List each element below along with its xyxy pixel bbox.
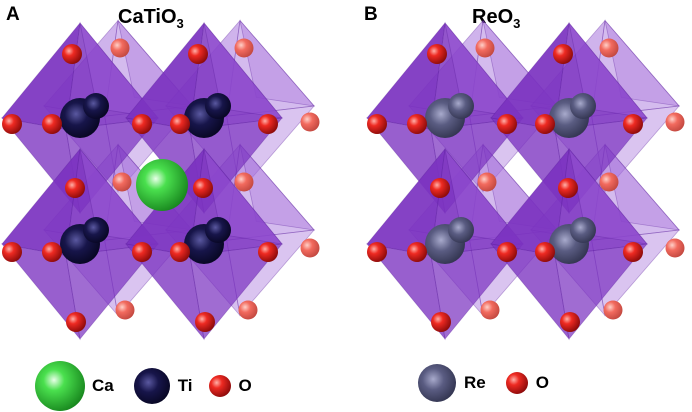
oxygen-atom: [535, 114, 555, 134]
panel-letter-b: B: [364, 4, 378, 25]
oxygen-atom: [407, 242, 427, 262]
green-sphere-icon: [35, 361, 85, 411]
titanium-atom-back: [205, 93, 231, 119]
oxygen-atom: [497, 114, 517, 134]
navy-sphere-icon: [133, 368, 170, 404]
oxygen-atom: [170, 242, 190, 262]
octahedron-face: [1, 243, 81, 341]
rhenium-atom-back: [448, 93, 474, 119]
oxygen-atom-back: [234, 172, 254, 192]
legend-label-re: Re: [464, 373, 486, 392]
legend-item-ca: Ca: [34, 360, 114, 412]
legend-item-re: Re: [416, 362, 486, 404]
oxygen-atom: [427, 44, 447, 64]
structure-reo3: [366, 19, 685, 341]
oxygen-atom: [431, 312, 451, 332]
oxygen-atom-back: [234, 38, 254, 58]
oxygen-atom-back: [300, 238, 320, 258]
oxygen-atom-back: [603, 300, 623, 320]
oxygen-atom: [170, 114, 190, 134]
oxygen-atom: [367, 242, 387, 262]
legend-label-ca: Ca: [92, 376, 114, 395]
oxygen-atom-back: [115, 300, 135, 320]
legend-item-o-a: O: [207, 373, 252, 399]
octahedron-face: [554, 243, 648, 340]
oxygen-atom: [367, 114, 387, 134]
oxygen-atom: [132, 242, 152, 262]
titanium-atom-back: [83, 93, 109, 119]
oxygen-atom-back: [238, 300, 258, 320]
titanium-atom-back: [205, 217, 231, 243]
octahedron-face: [65, 243, 159, 340]
legend-item-o-b: O: [504, 370, 549, 396]
panel-title-a: CaTiO3: [118, 6, 184, 31]
oxygen-atom: [258, 242, 278, 262]
panel-letter-a: A: [6, 4, 20, 25]
oxygen-atom-back: [112, 172, 132, 192]
formula-sub-b: 3: [513, 16, 521, 31]
oxygen-atom: [193, 178, 213, 198]
red-sphere-icon: [208, 375, 231, 397]
octahedron-face: [490, 243, 570, 341]
oxygen-atom: [623, 242, 643, 262]
oxygen-atom: [132, 114, 152, 134]
oxygen-atom-back: [599, 172, 619, 192]
oxygen-atom-back: [665, 112, 685, 132]
oxygen-atom: [560, 312, 580, 332]
crystal-structure-diagram: [1, 19, 685, 341]
oxygen-atom: [66, 312, 86, 332]
oxygen-atom: [558, 178, 578, 198]
oxygen-atom-back: [665, 238, 685, 258]
oxygen-atom: [65, 178, 85, 198]
oxygen-atom-back: [110, 38, 130, 58]
oxygen-atom: [535, 242, 555, 262]
formula-sub-a: 3: [176, 16, 184, 31]
oxygen-atom: [430, 178, 450, 198]
oxygen-atom-back: [477, 172, 497, 192]
legend-label-o-b: O: [535, 373, 549, 392]
red-sphere-icon: [505, 372, 528, 394]
legend-a: Ca Ti O: [34, 360, 262, 412]
oxygen-atom: [2, 114, 22, 134]
oxygen-atom-back: [480, 300, 500, 320]
octahedron-face: [239, 20, 316, 107]
legend-b: Re O: [416, 362, 559, 404]
oxygen-atom: [42, 114, 62, 134]
oxygen-atom: [195, 312, 215, 332]
formula-base-a: CaTiO: [118, 6, 177, 28]
legend-item-ti: Ti: [132, 366, 193, 406]
oxygen-atom: [407, 114, 427, 134]
rhenium-atom-back: [570, 93, 596, 119]
oxygen-atom: [62, 44, 82, 64]
legend-label-o-a: O: [238, 376, 252, 395]
oxygen-atom: [258, 114, 278, 134]
oxygen-atom-back: [300, 112, 320, 132]
octahedron-face: [189, 243, 283, 340]
oxygen-atom: [553, 44, 573, 64]
oxygen-atom: [497, 242, 517, 262]
oxygen-atom-back: [599, 38, 619, 58]
legend-label-ti: Ti: [177, 376, 193, 395]
octahedron-face: [604, 20, 681, 107]
octahedron-face: [430, 243, 524, 340]
structure-catio3: [1, 19, 320, 341]
rhenium-atom-back: [570, 217, 596, 243]
titanium-atom-back: [83, 217, 109, 243]
gray-sphere-icon: [418, 364, 456, 402]
octahedron-face: [366, 243, 446, 341]
oxygen-atom: [2, 242, 22, 262]
oxygen-atom: [188, 44, 208, 64]
oxygen-atom: [42, 242, 62, 262]
calcium-atom: [136, 159, 188, 211]
oxygen-atom-back: [475, 38, 495, 58]
oxygen-atom: [623, 114, 643, 134]
rhenium-atom-back: [448, 217, 474, 243]
